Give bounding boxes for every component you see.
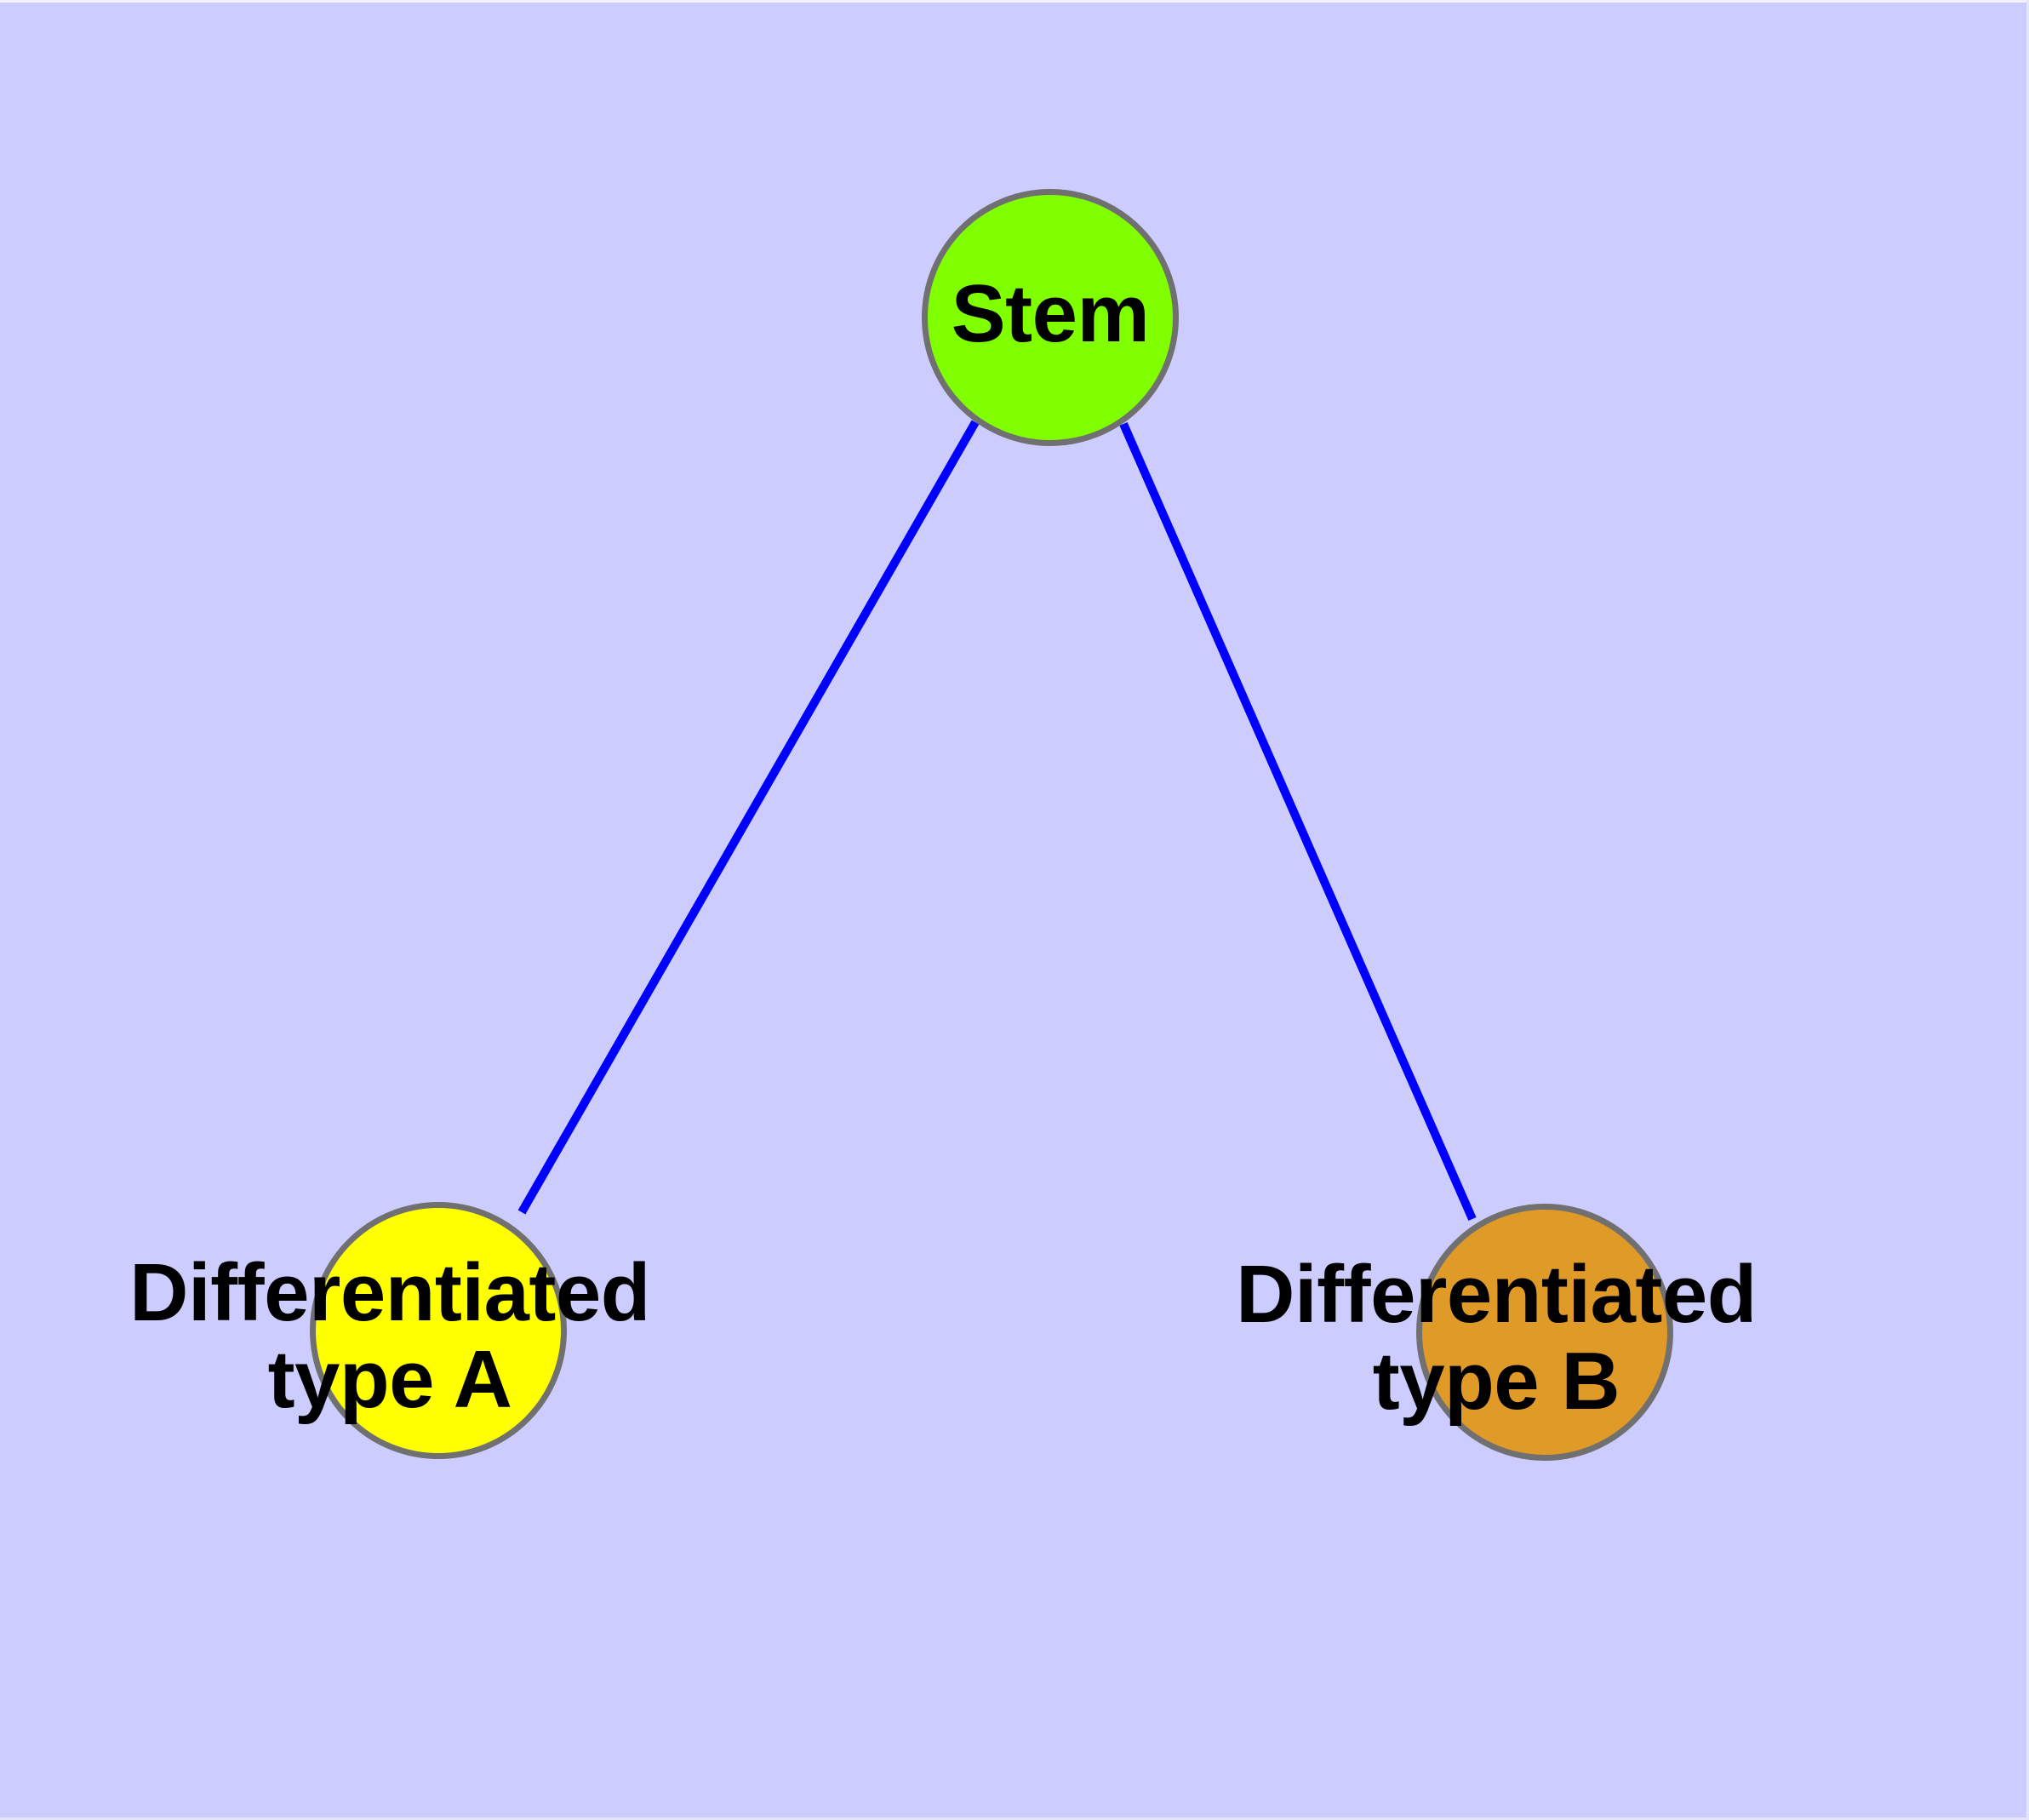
edge-stem-to-differentiated-b bbox=[1119, 421, 1477, 1222]
node-stem[interactable] bbox=[922, 189, 1179, 446]
node-differentiated-type-b[interactable] bbox=[1416, 1204, 1673, 1461]
canvas-top-edge bbox=[0, 0, 2029, 3]
edge-stem-to-differentiated-a bbox=[517, 420, 980, 1215]
canvas-right-edge bbox=[2026, 0, 2029, 1820]
canvas-bottom-edge bbox=[0, 1817, 2029, 1820]
edge-group bbox=[517, 420, 1477, 1222]
node-differentiated-type-a[interactable] bbox=[310, 1202, 567, 1459]
node-group bbox=[310, 189, 1673, 1461]
